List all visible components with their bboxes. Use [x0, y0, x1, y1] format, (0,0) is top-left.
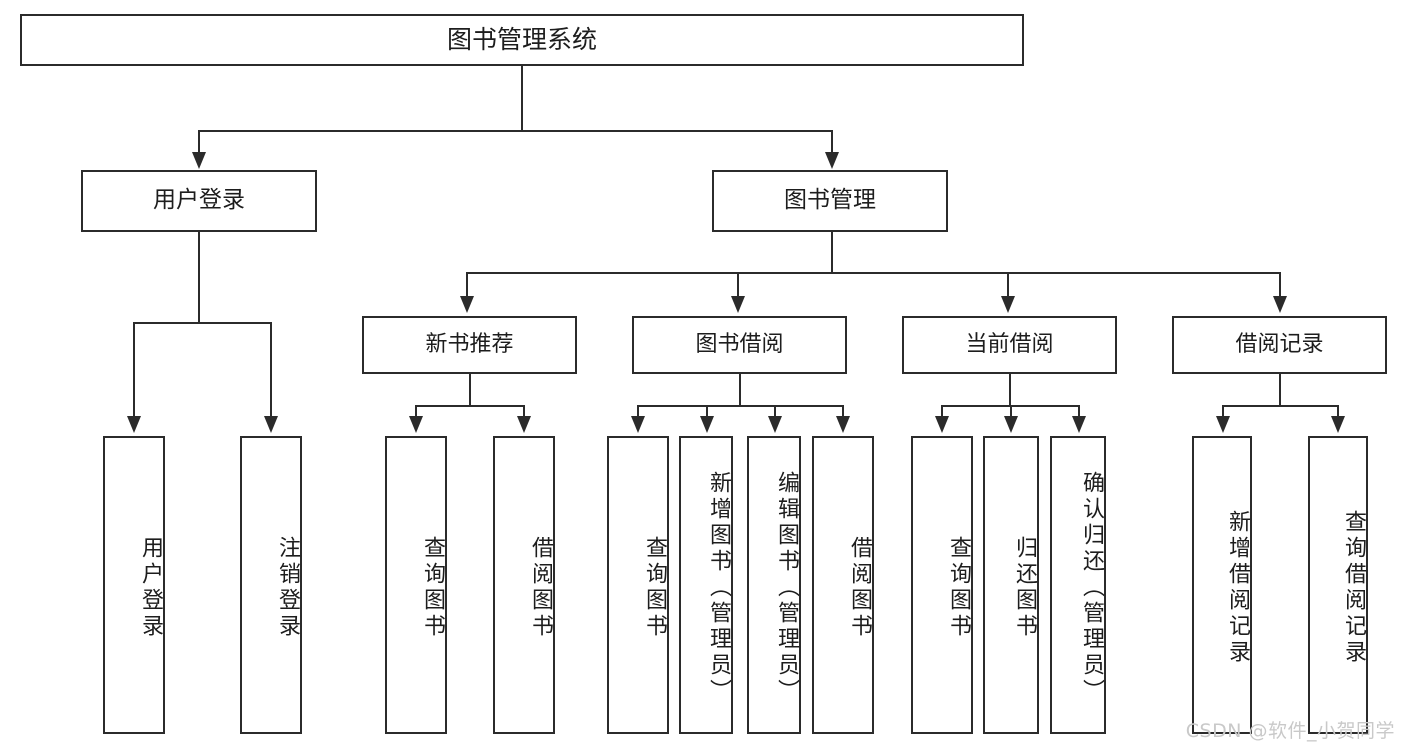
connector-new-book-recommend-stem	[469, 374, 471, 405]
node-new-book-recommend[interactable]: 新书推荐	[362, 316, 577, 374]
node-label: 新增图书（管理员）	[706, 471, 731, 705]
node-label: 借阅记录	[1235, 332, 1324, 358]
node-root-library-management-system[interactable]: 图书管理系统	[20, 14, 1024, 66]
node-label: 确认归还（管理员）	[1079, 471, 1104, 705]
connector-book-management-bus	[466, 272, 1281, 274]
connector-cb-drop-2	[1010, 405, 1012, 418]
connector-br-drop-1	[1222, 405, 1224, 418]
node-label: 图书管理	[784, 187, 876, 214]
connector-root-bus	[198, 130, 833, 132]
arrowhead-bb-leaf-1	[631, 416, 645, 433]
connector-drop-borrow-record	[1279, 272, 1281, 298]
connector-cb-drop-3	[1078, 405, 1080, 418]
arrowhead-br-leaf-1	[1216, 416, 1230, 433]
leaf-book-borrow-edit-book-admin[interactable]: 编辑图书（管理员）	[747, 436, 801, 734]
node-book-borrow[interactable]: 图书借阅	[632, 316, 847, 374]
arrowhead-book-borrow	[731, 296, 745, 313]
connector-bb-drop-3	[774, 405, 776, 418]
arrowhead-cb-leaf-2	[1004, 416, 1018, 433]
leaf-user-login-logout[interactable]: 注销登录	[240, 436, 302, 734]
leaf-current-borrow-query-book[interactable]: 查询图书	[911, 436, 973, 734]
arrowhead-br-leaf-2	[1331, 416, 1345, 433]
connector-root-to-user-login	[198, 130, 200, 154]
node-borrow-record[interactable]: 借阅记录	[1172, 316, 1387, 374]
connector-nbr-drop-2	[523, 405, 525, 418]
leaf-new-book-recommend-borrow-book[interactable]: 借阅图书	[493, 436, 555, 734]
arrowhead-to-book-management	[825, 152, 839, 169]
leaf-new-book-recommend-query-book[interactable]: 查询图书	[385, 436, 447, 734]
connector-new-book-recommend-bus	[415, 405, 525, 407]
node-label: 编辑图书（管理员）	[774, 471, 799, 705]
connector-nbr-drop-1	[415, 405, 417, 418]
leaf-current-borrow-return-book[interactable]: 归还图书	[983, 436, 1039, 734]
connector-borrow-record-stem	[1279, 374, 1281, 405]
connector-user-login-drop-2	[270, 322, 272, 418]
leaf-book-borrow-add-book-admin[interactable]: 新增图书（管理员）	[679, 436, 733, 734]
connector-bb-drop-2	[706, 405, 708, 418]
arrowhead-to-user-login	[192, 152, 206, 169]
arrowhead-nbr-leaf-1	[409, 416, 423, 433]
node-label: 新书推荐	[425, 332, 514, 358]
arrowhead-cb-leaf-3	[1072, 416, 1086, 433]
connector-bb-drop-4	[842, 405, 844, 418]
node-label: 查询图书	[420, 536, 445, 640]
node-label: 借阅图书	[528, 536, 553, 640]
connector-drop-current-borrow	[1007, 272, 1009, 298]
connector-borrow-record-bus	[1222, 405, 1339, 407]
connector-current-borrow-stem	[1009, 374, 1011, 405]
connector-drop-book-borrow	[737, 272, 739, 298]
arrowhead-current-borrow	[1001, 296, 1015, 313]
node-user-login[interactable]: 用户登录	[81, 170, 317, 232]
csdn-watermark: CSDN @软件_小贺同学	[1185, 720, 1395, 742]
node-label: 用户登录	[138, 536, 163, 640]
connector-user-login-drop-1	[133, 322, 135, 418]
node-book-management[interactable]: 图书管理	[712, 170, 948, 232]
arrowhead-user-login-leaf-1	[127, 416, 141, 433]
node-label: 当前借阅	[965, 332, 1054, 358]
arrowhead-borrow-record	[1273, 296, 1287, 313]
arrowhead-new-book-recommend	[460, 296, 474, 313]
arrowhead-user-login-leaf-2	[264, 416, 278, 433]
node-label: 图书借阅	[695, 332, 784, 358]
node-current-borrow[interactable]: 当前借阅	[902, 316, 1117, 374]
arrowhead-bb-leaf-2	[700, 416, 714, 433]
node-label: 查询借阅记录	[1341, 510, 1366, 666]
connector-br-drop-2	[1337, 405, 1339, 418]
connector-root-stem	[521, 66, 523, 130]
connector-book-management-stem	[831, 232, 833, 272]
connector-user-login-bus	[133, 322, 271, 324]
node-label: 注销登录	[275, 536, 300, 640]
connector-bb-drop-1	[637, 405, 639, 418]
connector-root-to-book-management	[831, 130, 833, 154]
leaf-book-borrow-query-book[interactable]: 查询图书	[607, 436, 669, 734]
connector-book-borrow-bus	[637, 405, 844, 407]
leaf-user-login-login[interactable]: 用户登录	[103, 436, 165, 734]
node-label: 借阅图书	[847, 536, 872, 640]
node-label: 图书管理系统	[446, 25, 597, 55]
arrowhead-cb-leaf-1	[935, 416, 949, 433]
connector-drop-new-book-recommend	[466, 272, 468, 298]
connector-book-borrow-stem	[739, 374, 741, 405]
connector-user-login-stem	[198, 232, 200, 322]
connector-cb-drop-1	[941, 405, 943, 418]
node-label: 用户登录	[153, 187, 245, 214]
node-label: 新增借阅记录	[1225, 510, 1250, 666]
node-label: 归还图书	[1012, 536, 1037, 640]
leaf-book-borrow-borrow-book[interactable]: 借阅图书	[812, 436, 874, 734]
arrowhead-bb-leaf-3	[768, 416, 782, 433]
leaf-current-borrow-confirm-return-admin[interactable]: 确认归还（管理员）	[1050, 436, 1106, 734]
node-label: 查询图书	[642, 536, 667, 640]
leaf-borrow-record-query-record[interactable]: 查询借阅记录	[1308, 436, 1368, 734]
arrowhead-nbr-leaf-2	[517, 416, 531, 433]
leaf-borrow-record-add-record[interactable]: 新增借阅记录	[1192, 436, 1252, 734]
node-label: 查询图书	[946, 536, 971, 640]
arrowhead-bb-leaf-4	[836, 416, 850, 433]
